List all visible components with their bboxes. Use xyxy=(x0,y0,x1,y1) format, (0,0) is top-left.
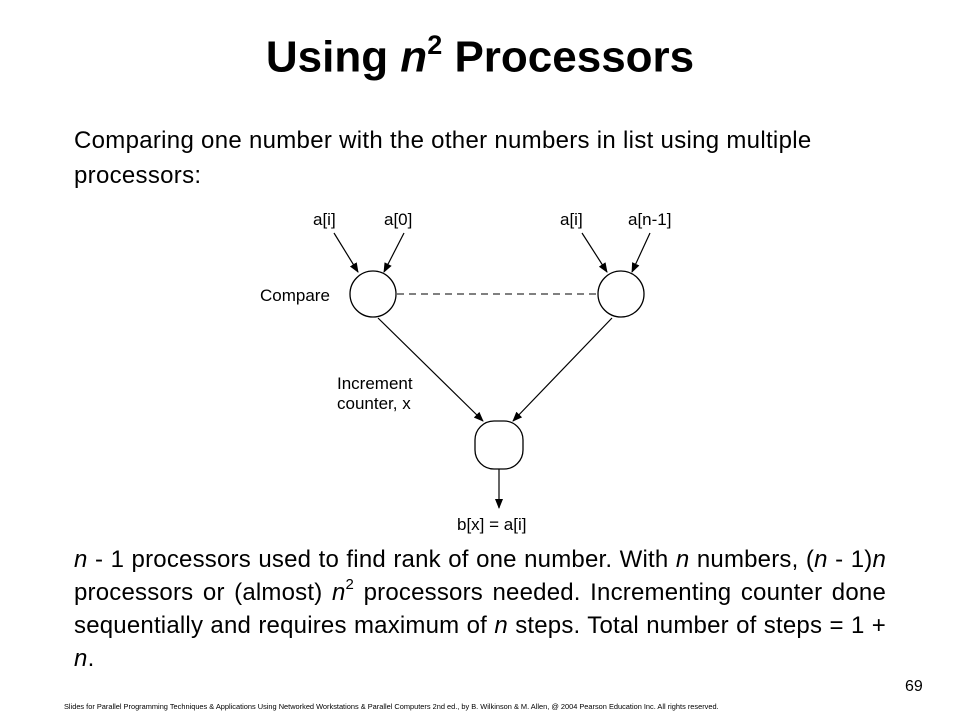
left-input-arrow-2 xyxy=(383,232,405,273)
body-segment: . xyxy=(87,645,95,672)
var-n: n xyxy=(872,546,886,573)
left-compare-node xyxy=(349,270,397,318)
left-input-arrow-1 xyxy=(333,232,359,273)
body-paragraph: n - 1 processors used to find rank of on… xyxy=(74,543,886,675)
var-n: n xyxy=(814,546,828,573)
right-to-counter-arrow xyxy=(512,317,613,422)
var-n: n xyxy=(74,546,88,573)
body-segment: steps. Total number of steps = 1 + xyxy=(507,612,886,639)
right-input-a-i-label: a[i] xyxy=(560,210,583,229)
exponent: 2 xyxy=(345,576,355,593)
right-compare-node xyxy=(597,270,645,318)
compare-label: Compare xyxy=(260,286,330,305)
left-input-a0-label: a[0] xyxy=(384,210,412,229)
right-input-an1-label: a[n-1] xyxy=(628,210,671,229)
body-segment: processors or (almost) xyxy=(74,579,332,606)
title-prefix: Using xyxy=(265,32,401,82)
left-input-a-i-label: a[i] xyxy=(313,210,336,229)
var-n: n xyxy=(494,612,508,639)
title-suffix: Processors xyxy=(442,32,695,82)
body-segment: processors needed. Incrementing counter … xyxy=(74,579,886,639)
page-number: 69 xyxy=(905,678,923,695)
title-exponent: 2 xyxy=(427,30,443,60)
output-label: b[x] = a[i] xyxy=(457,515,526,534)
footer-credit: Slides for Parallel Programming Techniqu… xyxy=(64,702,719,711)
body-segment: - 1 processors used to find rank of one … xyxy=(87,546,676,573)
title-variable: n xyxy=(400,32,428,82)
body-segment: - 1) xyxy=(827,546,873,573)
increment-label-line1: Increment xyxy=(337,374,413,393)
left-to-counter-arrow xyxy=(377,317,484,422)
right-input-arrow-1 xyxy=(581,232,608,273)
increment-label-line2: counter, x xyxy=(337,394,411,413)
intro-text: Comparing one number with the other numb… xyxy=(74,127,812,189)
slide-title: Using n2 Processors xyxy=(0,32,960,82)
var-n: n xyxy=(331,579,346,606)
var-n: n xyxy=(675,546,690,573)
counter-node xyxy=(474,420,524,470)
body-segment: numbers, ( xyxy=(689,546,815,573)
var-n: n xyxy=(74,645,88,672)
right-input-arrow-2 xyxy=(631,232,651,273)
